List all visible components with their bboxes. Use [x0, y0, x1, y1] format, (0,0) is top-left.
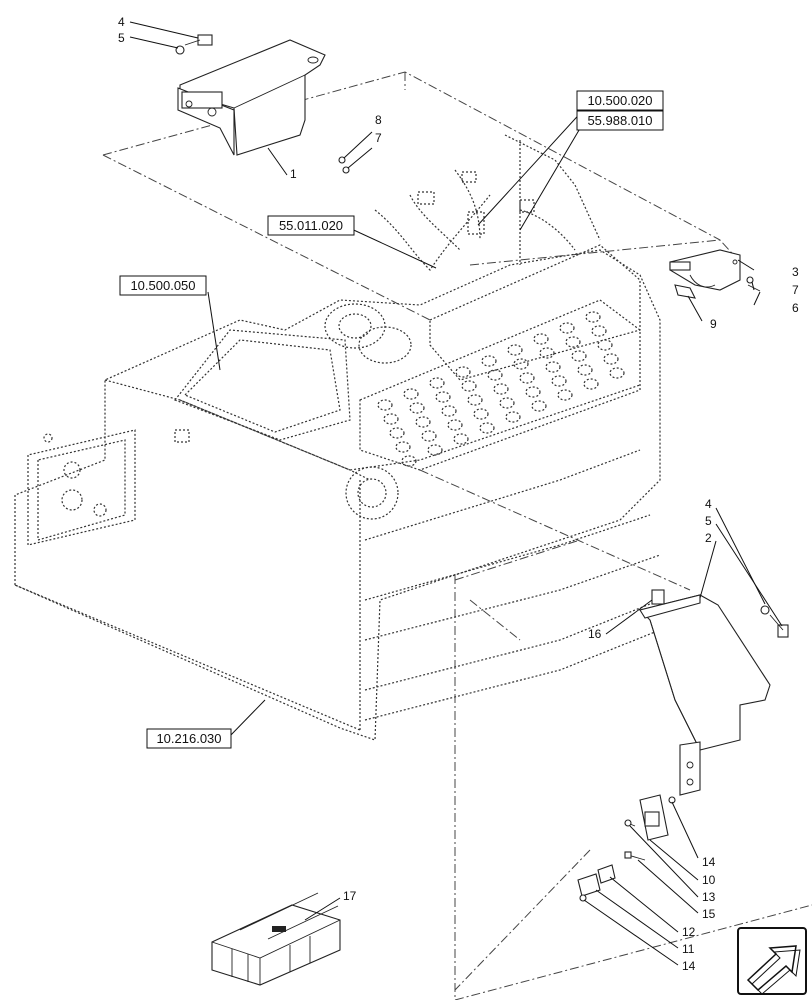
- perforation-hole: [389, 427, 405, 439]
- bolt-part-4-top: [175, 34, 213, 55]
- callout-4: 4: [118, 15, 125, 29]
- perforation-hole: [487, 369, 503, 381]
- perforation-hole: [507, 344, 523, 356]
- next-page-arrow-icon[interactable]: [737, 927, 807, 995]
- perforation-hole: [395, 441, 411, 453]
- perforation-hole: [429, 377, 445, 389]
- perforation-hole: [519, 372, 535, 384]
- spacer-part-16: [651, 589, 665, 605]
- perforation-hole: [401, 455, 417, 467]
- perforation-hole: [609, 367, 625, 379]
- perforation-hole: [493, 383, 509, 395]
- perforation-hole: [467, 394, 483, 406]
- reference-label: 55.988.010: [587, 113, 652, 128]
- perforation-hole: [377, 399, 393, 411]
- reference-label: 10.500.050: [130, 278, 195, 293]
- perforation-hole: [591, 325, 607, 337]
- perforation-hole: [545, 361, 561, 373]
- perforation-hole: [403, 388, 419, 400]
- reference-box-55.988.010[interactable]: 55.988.010: [576, 110, 664, 131]
- perforation-hole: [583, 378, 599, 390]
- perforation-hole: [473, 408, 489, 420]
- clip-part-9: [674, 284, 696, 299]
- perforation-hole: [559, 322, 575, 334]
- cover-part-2: [638, 594, 771, 796]
- perforation-hole: [577, 364, 593, 376]
- perforation-hole: [383, 413, 399, 425]
- perforation-hole: [415, 416, 431, 428]
- latch-part-10: [639, 794, 669, 841]
- callout-9: 9: [710, 317, 717, 331]
- perforation-hole: [447, 419, 463, 431]
- screw-part-13: [624, 819, 636, 827]
- perforation-hole: [505, 411, 521, 423]
- perforation-hole: [525, 386, 541, 398]
- perforation-hole: [603, 353, 619, 365]
- perforation-hole: [499, 397, 515, 409]
- perforation-hole: [441, 405, 457, 417]
- callout-8: 8: [375, 113, 382, 127]
- callout-15: 15: [702, 907, 716, 921]
- wiring-harness: [174, 169, 576, 443]
- callout-14: 14: [682, 959, 696, 973]
- reference-label: 10.500.020: [587, 93, 652, 108]
- perforation-hole: [481, 355, 497, 367]
- callout-16: 16: [588, 627, 602, 641]
- reference-box-10.500.020[interactable]: 10.500.020: [576, 90, 664, 111]
- callout-10: 10: [702, 873, 716, 887]
- perforation-hole: [409, 402, 425, 414]
- cover-part-1: [177, 39, 326, 156]
- callout-6: 6: [792, 301, 799, 315]
- leader-lines: [129, 21, 783, 966]
- reference-label: 10.216.030: [156, 731, 221, 746]
- reference-box-55.011.020[interactable]: 55.011.020: [267, 215, 355, 236]
- bolt-part-15: [624, 851, 646, 861]
- perforation-hole: [585, 311, 601, 323]
- washer-part-14-bottom: [579, 894, 587, 902]
- perforation-hole: [513, 358, 529, 370]
- perforation-hole: [435, 391, 451, 403]
- callout-14: 14: [702, 855, 716, 869]
- callout-numbers: 4 5 1 8 7 3 7 6 9 4 5 2 16 14 10 13 15 1…: [118, 15, 799, 973]
- reference-box-10.500.050[interactable]: 10.500.050: [119, 275, 207, 296]
- perforation-hole: [427, 444, 443, 456]
- perforated-panel: [359, 299, 641, 471]
- callout-12: 12: [682, 925, 696, 939]
- callout-17: 17: [343, 889, 357, 903]
- block-part-12: [597, 864, 616, 884]
- reference-label: 55.011.020: [279, 218, 343, 233]
- callout-11: 11: [682, 942, 695, 956]
- callout-7: 7: [375, 131, 382, 145]
- tank-housing: [14, 134, 661, 741]
- assembly-lines: [102, 71, 812, 1000]
- perforation-hole: [597, 339, 613, 351]
- perforation-hole: [531, 400, 547, 412]
- perforation-hole: [533, 333, 549, 345]
- perforation-hole: [551, 375, 567, 387]
- perforation-hole: [455, 366, 471, 378]
- callout-7: 7: [792, 283, 799, 297]
- crate-part-17: [211, 892, 341, 986]
- callout-13: 13: [702, 890, 716, 904]
- callout-2: 2: [705, 531, 712, 545]
- perforation-hole: [565, 336, 581, 348]
- perforation-hole: [557, 389, 573, 401]
- perforation-hole: [571, 350, 587, 362]
- perforation-hole: [453, 433, 469, 445]
- screws-part-8-7: [338, 156, 350, 174]
- callout-5: 5: [118, 31, 125, 45]
- bracket-part-3: [669, 249, 741, 291]
- perforation-hole: [539, 347, 555, 359]
- bolt-part-4-right: [760, 605, 789, 638]
- perforation-hole: [421, 430, 437, 442]
- block-part-11: [577, 873, 601, 897]
- reference-box-10.216.030[interactable]: 10.216.030: [146, 728, 232, 749]
- perforation-hole: [479, 422, 495, 434]
- callout-1: 1: [290, 167, 297, 181]
- callout-5: 5: [705, 514, 712, 528]
- callout-4: 4: [705, 497, 712, 511]
- callout-3: 3: [792, 265, 799, 279]
- perforation-hole: [461, 380, 477, 392]
